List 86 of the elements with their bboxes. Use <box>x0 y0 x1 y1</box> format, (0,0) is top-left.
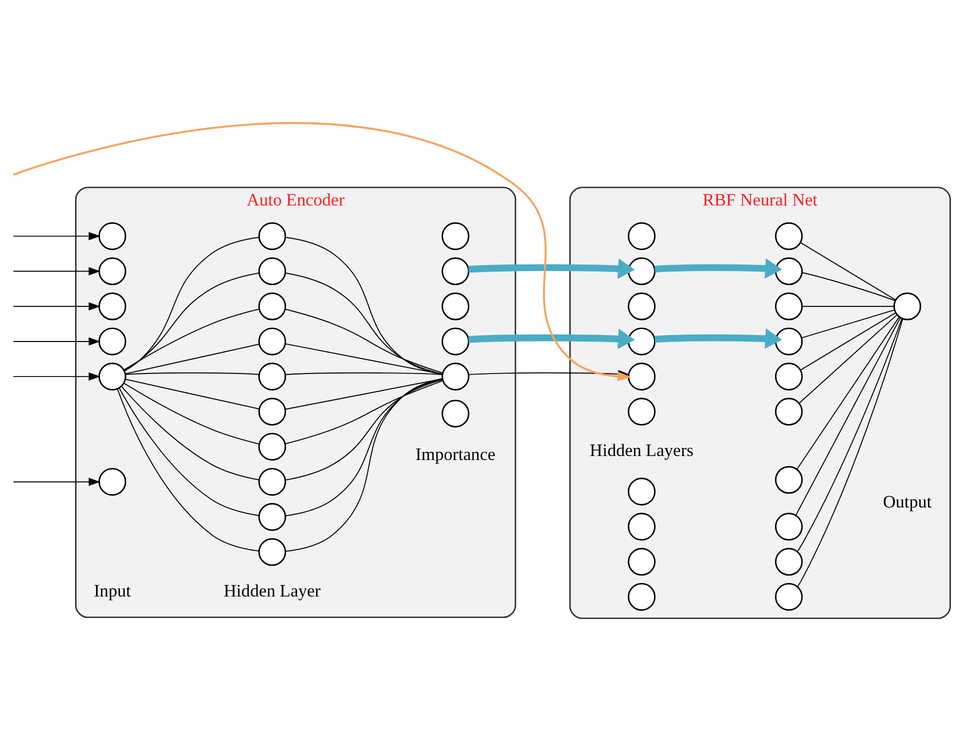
node-circle <box>98 292 126 320</box>
node-circle <box>628 328 656 356</box>
node-circle <box>442 362 470 390</box>
node-circle <box>98 362 126 390</box>
node-circle <box>258 432 286 461</box>
connector <box>124 272 260 371</box>
connector <box>285 236 443 376</box>
arrow <box>468 328 635 350</box>
connector <box>124 236 260 372</box>
node-circle <box>258 362 286 390</box>
connector <box>284 308 444 374</box>
node-circle <box>258 398 286 426</box>
node-circle <box>628 292 656 320</box>
node-circle <box>774 257 803 286</box>
arrow <box>468 258 635 279</box>
arrow <box>13 302 100 310</box>
node-circle <box>442 222 470 250</box>
connector <box>284 379 443 481</box>
connector <box>284 380 444 444</box>
connector <box>123 308 260 370</box>
node-circle <box>258 292 286 320</box>
node-circle <box>628 222 656 250</box>
node-circle <box>628 582 656 611</box>
connector <box>284 372 443 376</box>
label: Hidden Layers <box>590 440 694 460</box>
node-circle <box>258 503 286 531</box>
connector <box>124 344 260 374</box>
label: Hidden Layer <box>224 580 321 600</box>
node-circle <box>628 512 656 541</box>
connector <box>800 242 896 300</box>
connector <box>284 343 443 375</box>
connector <box>123 382 260 444</box>
node-circle <box>628 548 656 576</box>
node-circle <box>442 292 470 320</box>
node-circle <box>258 222 286 250</box>
node-circle <box>98 222 126 250</box>
arrow <box>13 337 100 346</box>
connector <box>801 309 896 338</box>
connector <box>798 314 898 404</box>
connector <box>800 312 896 371</box>
node-circle <box>98 257 126 286</box>
label: Output <box>882 492 932 512</box>
connector <box>284 378 443 410</box>
node-circle <box>258 257 286 286</box>
node-circle <box>98 468 126 496</box>
arrow <box>13 267 100 276</box>
node-circle <box>258 468 286 496</box>
connector <box>118 387 260 516</box>
node-circle <box>442 400 470 428</box>
node-circle <box>893 292 922 320</box>
label: Input <box>94 580 131 600</box>
arrow <box>654 328 782 349</box>
connector <box>124 372 260 375</box>
connector <box>120 386 260 480</box>
node-circle <box>442 328 470 356</box>
connector <box>284 272 443 375</box>
node-circle <box>774 222 803 250</box>
node-circle <box>774 512 803 541</box>
arrow <box>13 232 100 240</box>
connector <box>285 378 443 516</box>
node-circle <box>774 466 803 494</box>
node-circle <box>774 548 803 576</box>
arrow <box>13 478 100 486</box>
node-circle <box>774 292 803 320</box>
connector <box>802 306 894 307</box>
node-circle <box>774 582 803 611</box>
connector <box>124 378 260 410</box>
node-circle <box>774 328 803 356</box>
node-circle <box>258 538 286 566</box>
node-circle <box>258 328 286 356</box>
connector <box>117 388 260 552</box>
arrow <box>654 258 782 279</box>
node-circle <box>774 398 803 426</box>
node-circle <box>628 362 656 390</box>
node-circle <box>442 257 470 286</box>
connector <box>796 316 900 470</box>
node-circle <box>628 398 656 426</box>
connector <box>795 317 901 516</box>
node-circle <box>98 328 126 356</box>
node-circle <box>774 362 803 390</box>
arrow <box>13 372 100 381</box>
node-circle <box>628 257 656 286</box>
label: Importance <box>416 444 496 464</box>
connector <box>285 378 443 552</box>
node-circle <box>628 478 656 506</box>
connector <box>802 272 896 302</box>
